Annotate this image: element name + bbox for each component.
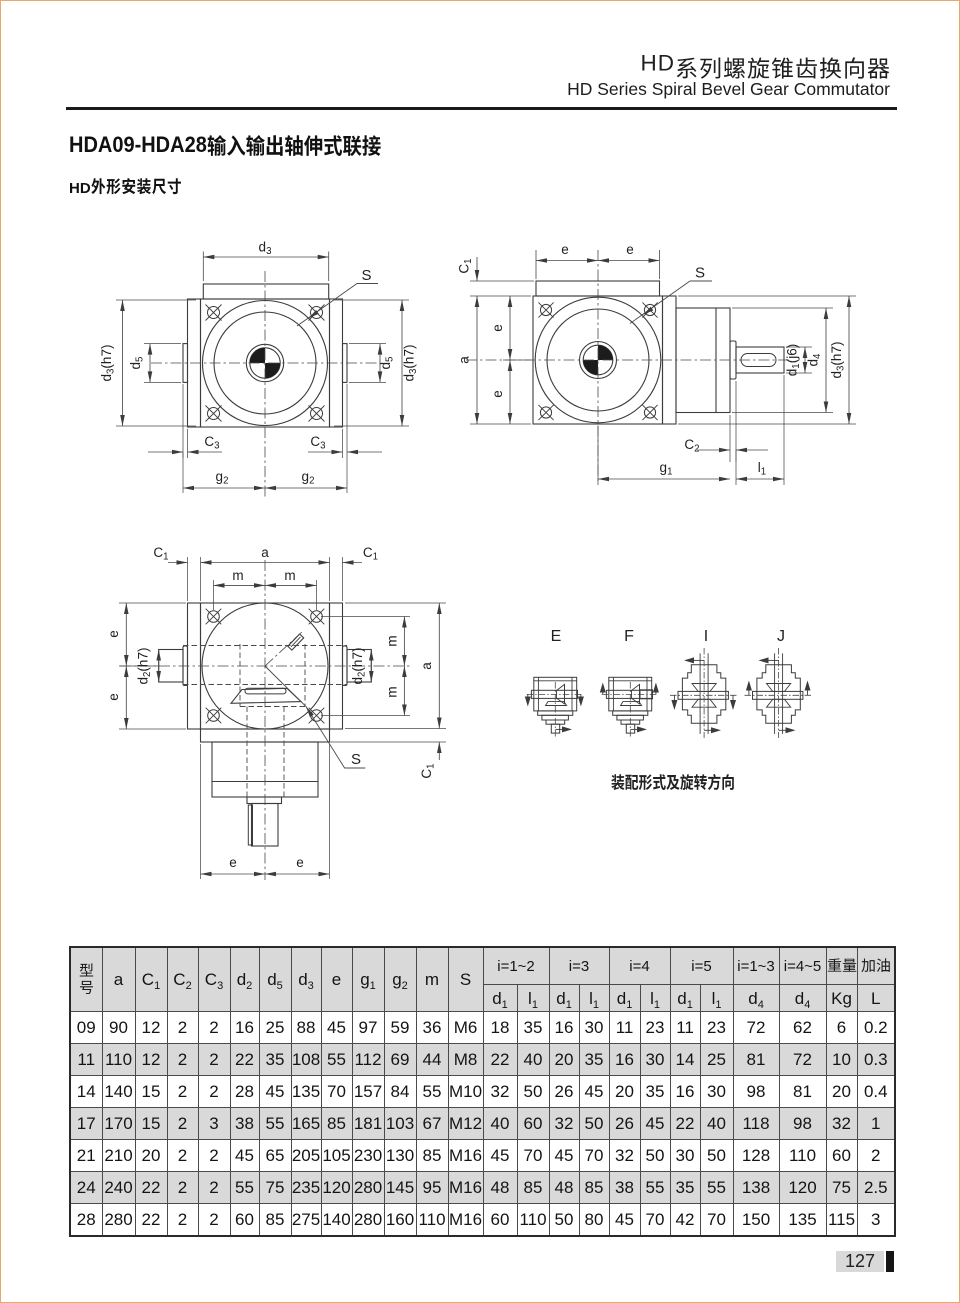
svg-text:C3: C3	[310, 434, 325, 452]
svg-text:d2(h7): d2(h7)	[350, 648, 368, 685]
svg-text:S: S	[351, 751, 361, 768]
svg-text:g1: g1	[660, 460, 673, 478]
svg-text:m: m	[284, 568, 295, 583]
svg-text:e: e	[626, 242, 634, 257]
svg-text:d3(h7): d3(h7)	[402, 345, 420, 382]
svg-text:g2: g2	[302, 469, 315, 487]
svg-text:m: m	[385, 686, 400, 697]
svg-text:e: e	[296, 855, 304, 870]
svg-text:a: a	[457, 356, 472, 364]
svg-text:C2: C2	[684, 437, 699, 455]
svg-text:a: a	[419, 662, 434, 670]
svg-text:e: e	[229, 855, 237, 870]
svg-text:l1: l1	[758, 460, 766, 478]
svg-text:C1: C1	[419, 763, 437, 778]
svg-text:F: F	[624, 628, 634, 645]
svg-text:e: e	[490, 390, 505, 398]
svg-text:g2: g2	[216, 469, 229, 487]
svg-text:C1: C1	[363, 545, 378, 563]
svg-text:m: m	[232, 568, 243, 583]
svg-text:d3: d3	[259, 240, 272, 258]
svg-text:J: J	[777, 628, 785, 645]
svg-text:a: a	[261, 545, 269, 560]
svg-text:C3: C3	[204, 434, 219, 452]
svg-text:e: e	[106, 630, 121, 638]
svg-text:e: e	[561, 242, 569, 257]
svg-text:d4: d4	[806, 353, 824, 367]
svg-text:e: e	[490, 324, 505, 332]
svg-text:S: S	[695, 265, 705, 282]
svg-text:e: e	[106, 693, 121, 701]
svg-text:d2(h7): d2(h7)	[136, 648, 154, 685]
svg-text:d5: d5	[128, 357, 146, 370]
svg-text:m: m	[385, 635, 400, 646]
svg-text:d3(h7): d3(h7)	[829, 342, 847, 379]
svg-text:E: E	[551, 628, 562, 645]
svg-text:d1(j6): d1(j6)	[785, 344, 803, 376]
svg-text:C1: C1	[457, 258, 475, 273]
svg-text:C1: C1	[153, 545, 168, 563]
svg-text:I: I	[704, 628, 708, 645]
svg-text:d3(h7): d3(h7)	[99, 345, 117, 382]
svg-text:S: S	[361, 267, 371, 284]
svg-text:d5: d5	[378, 357, 396, 370]
